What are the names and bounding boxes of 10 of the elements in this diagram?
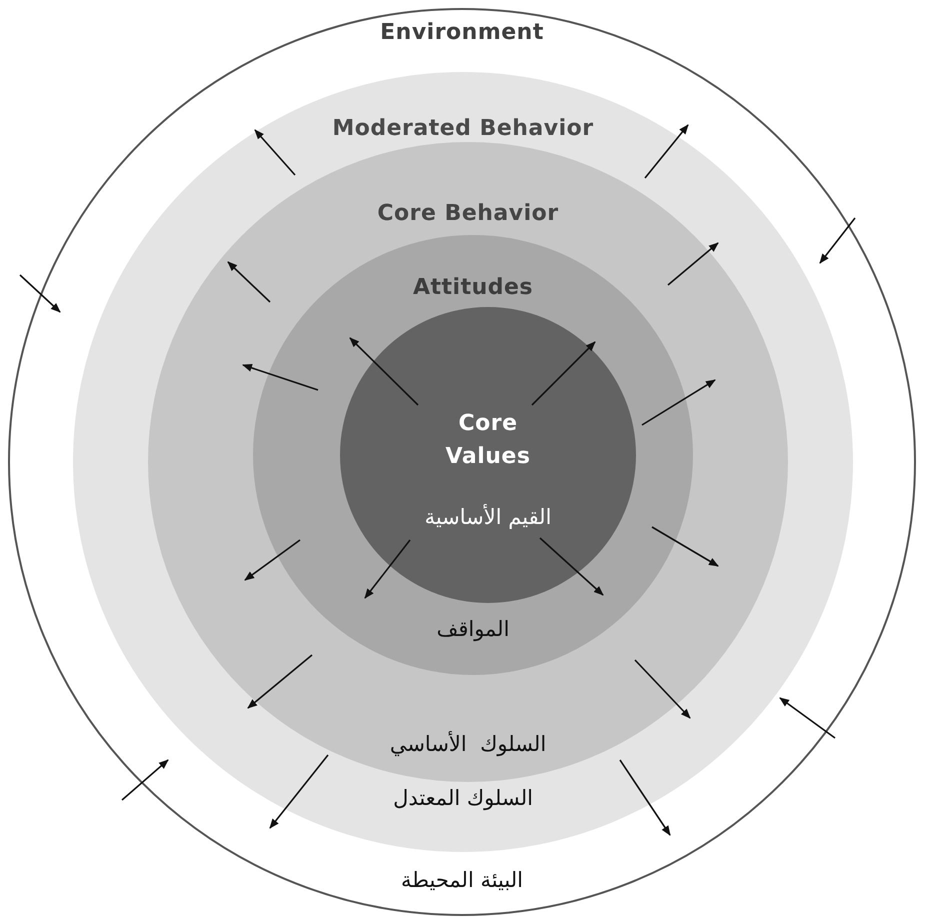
arabic-ring-label: السلوك المعتدل — [393, 786, 533, 810]
ring-label: Core Behavior — [376, 200, 560, 228]
ring-label: Environment — [379, 19, 545, 47]
arabic-ring-label: السلوك الأساسي — [390, 732, 546, 756]
arabic-ring-label: المواقف — [436, 617, 510, 641]
ring-label: Attitudes — [412, 274, 534, 302]
ring-label: Core Values — [444, 410, 532, 471]
arabic-ring-label: القيم الأساسية — [424, 505, 552, 529]
arabic-ring-label: البيئة المحيطة — [401, 868, 523, 892]
ring-label: Moderated Behavior — [331, 115, 595, 143]
